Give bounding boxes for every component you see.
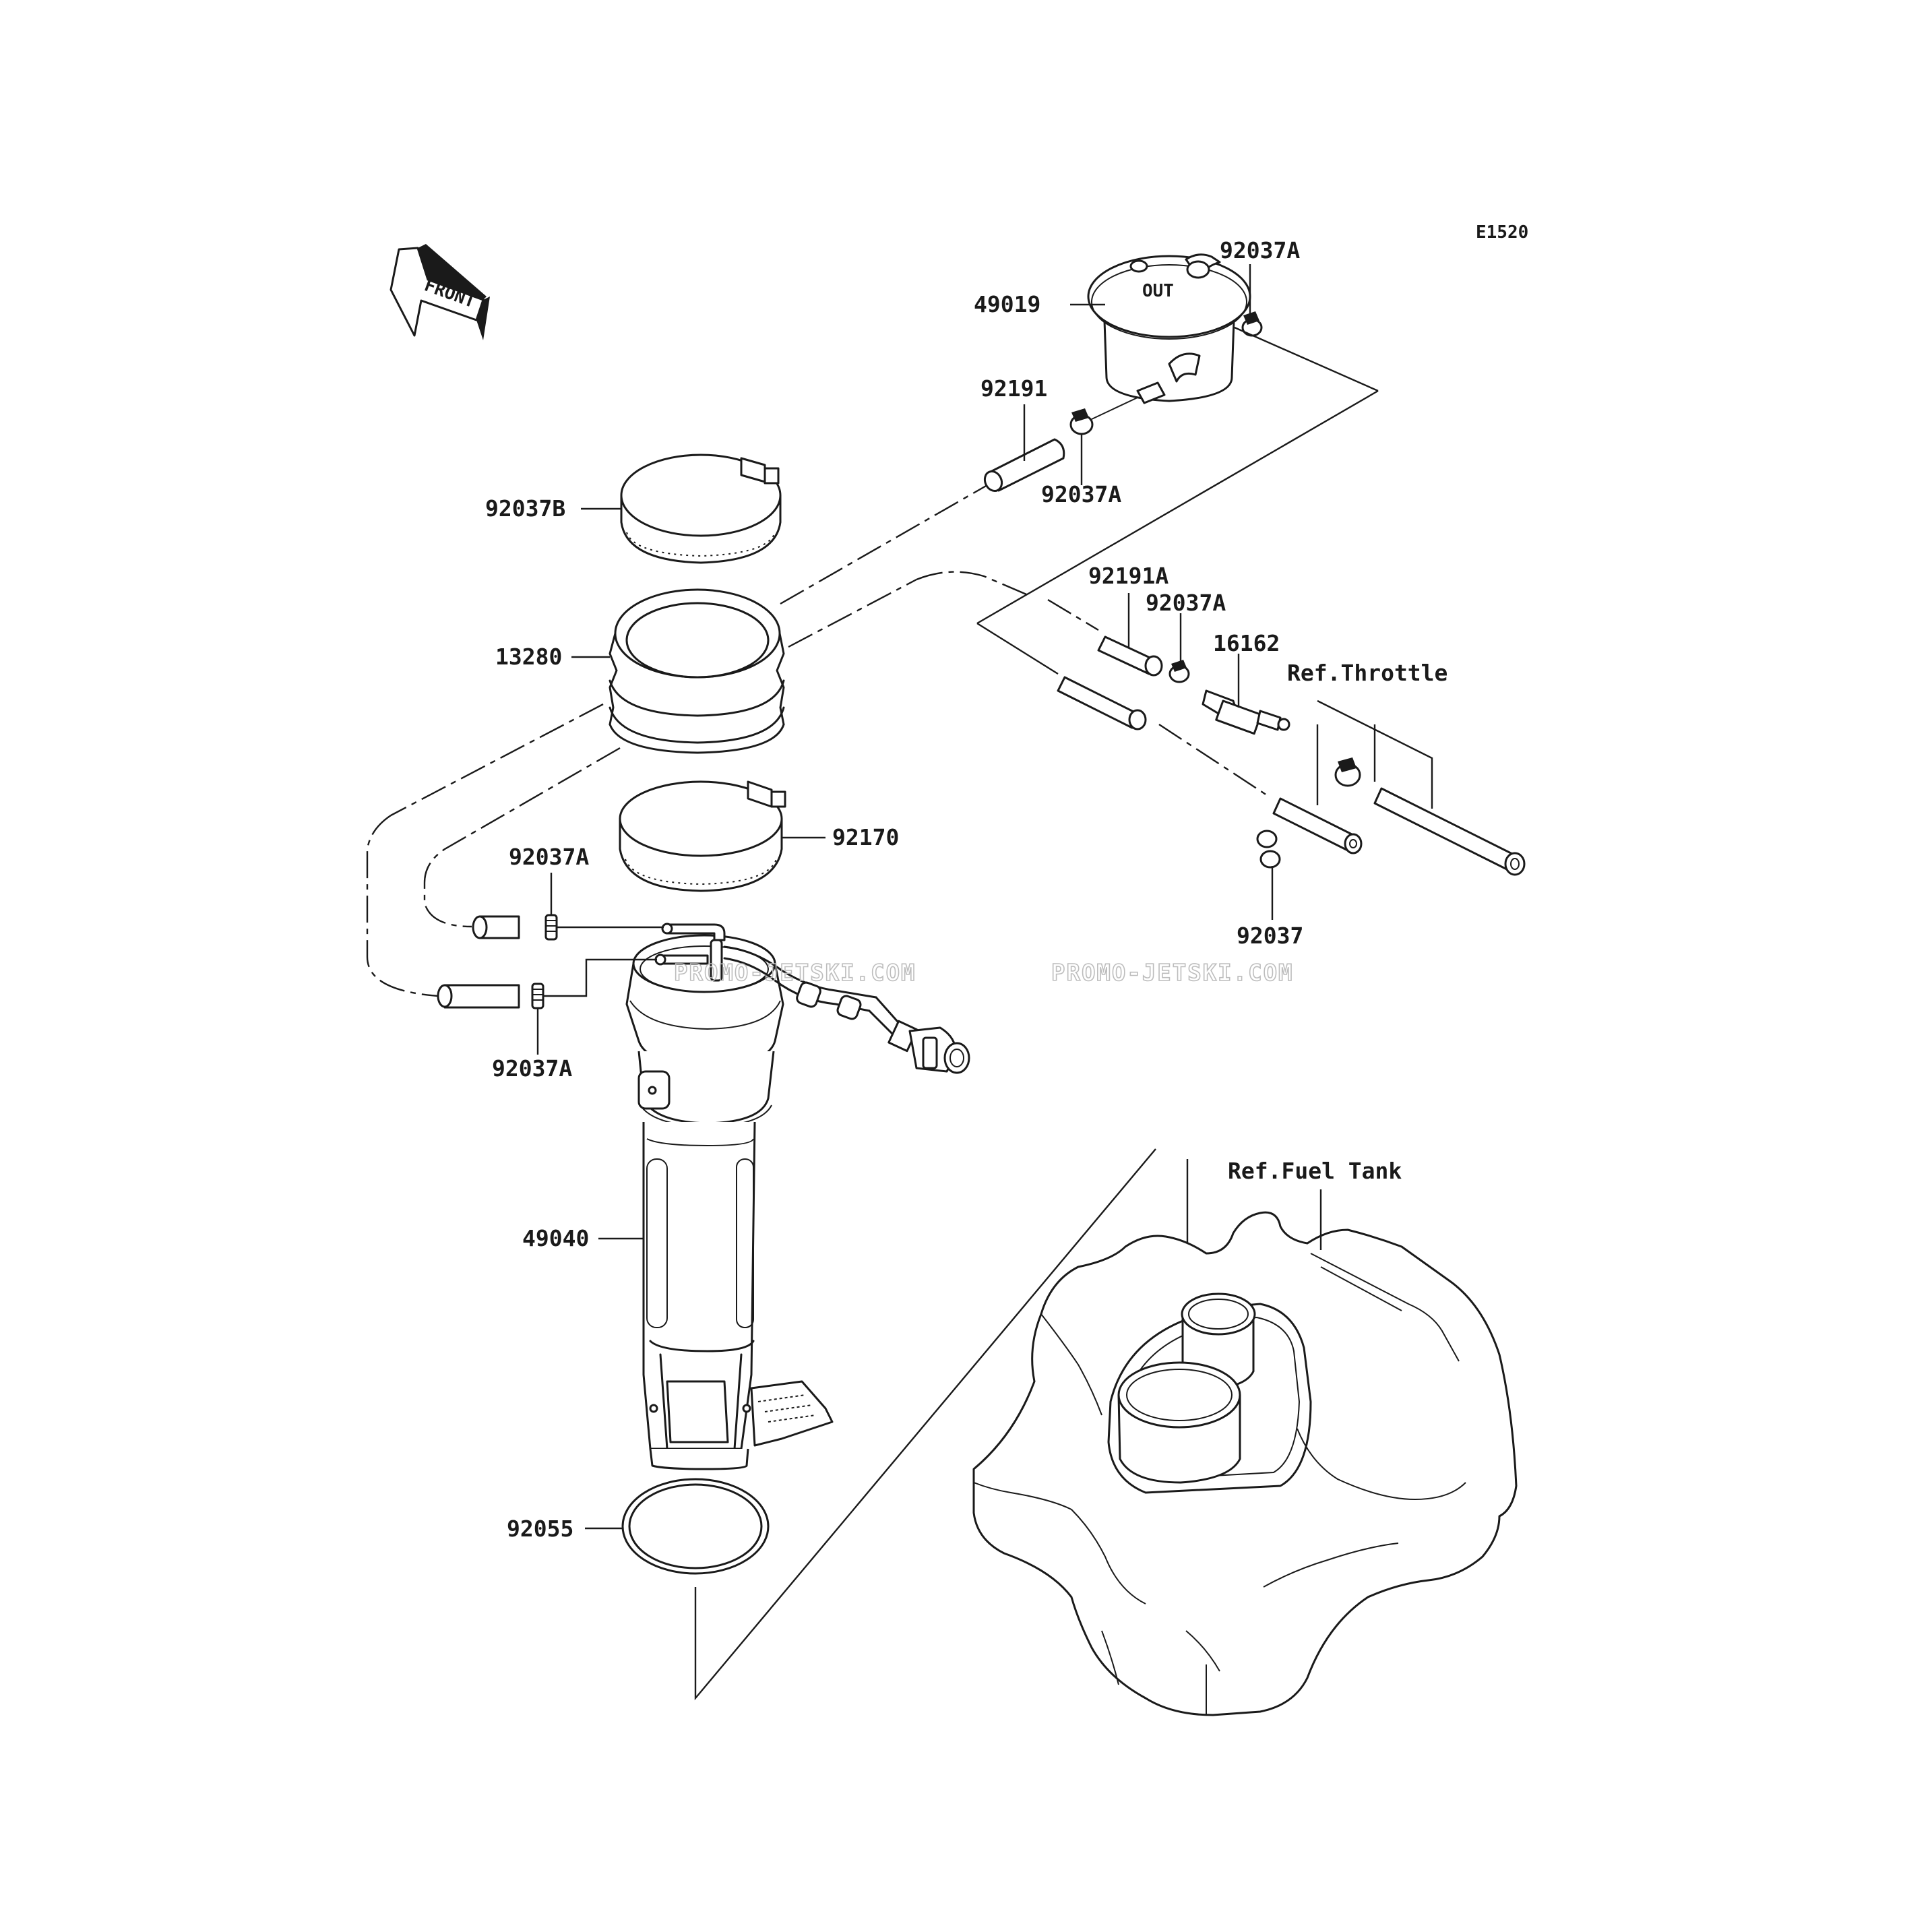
throttle-hose-short[interactable] — [1057, 676, 1147, 730]
ref-throttle-label: Ref.Throttle — [1287, 660, 1447, 686]
watermark-text-1: PROMO-JETSKI.COM — [674, 960, 916, 987]
hose-clamp-92037A-mid[interactable] — [1069, 408, 1094, 435]
throttle-hose-long[interactable] — [1373, 787, 1526, 876]
front-arrow-icon: FRONT — [389, 244, 490, 340]
band-clamp-92170[interactable] — [619, 780, 786, 892]
ref-fuel-tank-label: Ref.Fuel Tank — [1228, 1158, 1402, 1184]
throttle-clamp[interactable] — [1334, 757, 1361, 787]
hose-clamp-92037[interactable] — [1256, 830, 1281, 869]
part-label-92037A-left-bottom: 92037A — [492, 1055, 572, 1082]
part-label-92037A-left-top: 92037A — [509, 844, 589, 870]
o-ring-92055[interactable] — [621, 1478, 770, 1575]
part-label-92037B: 92037B — [485, 495, 565, 522]
small-hose-upper-left[interactable] — [472, 915, 520, 939]
bellows-13280[interactable] — [609, 588, 785, 754]
part-label-49040: 49040 — [522, 1225, 589, 1251]
watermark-text-2: PROMO-JETSKI.COM — [1051, 960, 1294, 987]
part-label-13280: 13280 — [495, 644, 562, 670]
band-clamp-92037B[interactable] — [620, 454, 782, 564]
part-label-49019: 49019 — [974, 291, 1040, 317]
hose-clamp-92037A-left-top[interactable] — [544, 914, 558, 941]
part-label-92191A: 92191A — [1088, 563, 1168, 589]
fuel-filter-49019[interactable]: OUT — [1087, 253, 1251, 404]
hose-92191A[interactable] — [1097, 635, 1163, 677]
diagram-code: E1520 — [1476, 222, 1528, 243]
part-label-92037A-top: 92037A — [1220, 237, 1300, 263]
hose-clamp-92037A-top[interactable] — [1241, 311, 1263, 337]
pump-wire-harness[interactable] — [723, 945, 918, 1053]
small-hose-lower-left[interactable] — [437, 984, 520, 1009]
connection-lines — [366, 326, 1379, 997]
part-label-92170: 92170 — [832, 824, 899, 850]
hose-clamp-92037A-right[interactable] — [1168, 660, 1190, 683]
fuel-tank-reference — [972, 1211, 1518, 1716]
fuel-pump-49040[interactable] — [625, 923, 834, 1470]
part-label-92037: 92037 — [1237, 923, 1303, 949]
hose-92191[interactable] — [982, 438, 1065, 494]
svg-text:OUT: OUT — [1142, 281, 1174, 301]
fitting-16162[interactable] — [1202, 689, 1290, 735]
connector-plug-icon — [908, 1026, 970, 1074]
part-label-92037A-right: 92037A — [1146, 590, 1226, 616]
hose-segment-92037[interactable] — [1272, 797, 1363, 854]
part-label-16162: 16162 — [1213, 630, 1280, 656]
part-label-92191: 92191 — [980, 375, 1047, 402]
hose-clamp-92037A-left-bottom[interactable] — [531, 983, 544, 1009]
pump-fitting-lines — [543, 926, 664, 997]
part-label-92037A-mid: 92037A — [1041, 481, 1121, 507]
part-label-92055: 92055 — [507, 1516, 573, 1542]
